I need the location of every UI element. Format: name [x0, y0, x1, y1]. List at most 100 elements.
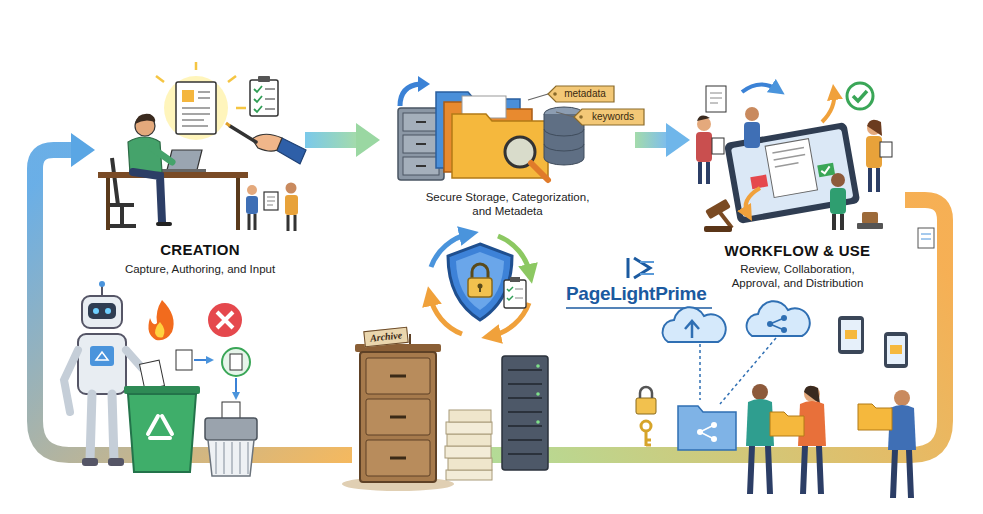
creation-scene — [247, 185, 257, 195]
creation-scene — [98, 172, 248, 178]
creation-scene — [108, 178, 238, 230]
sharing-scene — [770, 412, 804, 436]
workflow-scene — [853, 91, 867, 101]
creation-scene — [249, 214, 255, 230]
sharing-scene — [750, 446, 770, 494]
disposal-scene — [140, 360, 165, 390]
disposal-scene — [82, 296, 122, 328]
sharing-scene — [747, 301, 810, 336]
sharing-scene — [838, 316, 864, 354]
disposal-scene — [105, 308, 111, 314]
stage-description: Secure Storage, Categorization, and Meta… — [420, 190, 595, 218]
sharing-scene — [894, 390, 910, 406]
security-cycle — [472, 264, 488, 279]
flow-arrow — [635, 132, 667, 148]
disposal-scene — [222, 348, 250, 376]
creation-scene — [164, 76, 228, 140]
archive-cabinet: Archive — [352, 326, 448, 486]
sharing-scene — [845, 330, 857, 339]
creation-scene — [250, 80, 278, 116]
workflow-scene — [724, 122, 860, 224]
creation-scene — [182, 90, 194, 102]
storage-scene — [553, 92, 557, 96]
disposal-scene — [90, 394, 114, 460]
security-cycle — [479, 287, 481, 292]
storage-scene — [544, 129, 584, 151]
security-cycle — [515, 289, 523, 298]
archive-scene — [448, 458, 492, 470]
sharing-scene — [640, 387, 652, 398]
security-cycle — [430, 234, 530, 336]
sharing-scene — [636, 398, 656, 414]
archive-scene — [445, 446, 491, 458]
security-cycle — [507, 287, 513, 300]
stage-heading: WORKFLOW & USE — [725, 242, 871, 260]
storage-scene — [400, 84, 420, 106]
disposal-scene — [64, 281, 257, 476]
stage-description: Review, Collaboration, Approval, and Dis… — [722, 262, 874, 290]
storage-scene — [574, 109, 644, 125]
workflow-scene — [697, 116, 710, 121]
archive-scene — [342, 334, 548, 491]
stage-heading: CREATION — [160, 241, 240, 259]
workflow-scene — [880, 142, 892, 157]
flow-arrow — [305, 132, 357, 148]
workflow-scene — [867, 120, 882, 136]
disposal-scene — [208, 440, 254, 476]
archive-scene — [536, 392, 540, 396]
sharing-scene — [841, 320, 861, 350]
creation-scene — [182, 92, 210, 126]
sharing-scene — [685, 321, 699, 338]
archive-scene — [446, 470, 492, 480]
workflow-scene — [724, 122, 860, 224]
sharing-scene — [752, 384, 768, 400]
archive-scene — [447, 434, 491, 446]
sharing-scene — [663, 307, 726, 342]
workflow-scene — [857, 223, 883, 229]
storage-scene — [548, 86, 614, 102]
security-cycle — [430, 296, 462, 334]
workflow-scene — [746, 188, 760, 214]
security-cycle — [456, 252, 504, 310]
workflow-scene — [918, 228, 934, 248]
sharing-scene — [770, 318, 784, 330]
disposal-scene — [176, 350, 192, 370]
creation-scene — [152, 148, 172, 162]
storage-scene — [398, 76, 644, 180]
workflow-scene — [862, 212, 878, 224]
logo-mark — [640, 262, 654, 274]
disposal-scene — [124, 386, 200, 394]
archive-scene — [449, 410, 491, 422]
security-cycle — [510, 277, 520, 282]
disposal-scene — [208, 303, 242, 337]
security-cycle — [448, 244, 512, 320]
disposal-scene — [230, 354, 242, 370]
sharing-scene — [646, 431, 651, 446]
creation-scene — [285, 195, 298, 215]
disposal-scene — [90, 346, 114, 366]
creation-scene — [267, 197, 275, 205]
disposal-scene — [155, 322, 164, 338]
sharing-scene — [678, 406, 736, 450]
archive-scene — [536, 364, 540, 368]
archive-scene — [360, 352, 436, 482]
creation-scene — [160, 169, 206, 172]
archive-scene — [446, 422, 492, 434]
disposal-scene — [148, 300, 173, 340]
creation-scene — [176, 82, 216, 134]
workflow-scene — [710, 93, 722, 103]
workflow-scene — [696, 132, 712, 162]
disposal-scene — [88, 303, 116, 319]
sharing-scene — [636, 301, 916, 498]
workflow-scene — [705, 199, 731, 220]
workflow-scene — [745, 107, 759, 121]
sharing-scene — [893, 450, 911, 498]
workflow-scene — [847, 83, 873, 109]
workflow-scene — [706, 86, 726, 112]
archive-scene — [390, 376, 406, 458]
tag-label: keywords — [583, 110, 643, 124]
workflow-scene — [921, 234, 931, 239]
disposal-scene — [235, 378, 237, 396]
archive-scene — [508, 370, 542, 454]
